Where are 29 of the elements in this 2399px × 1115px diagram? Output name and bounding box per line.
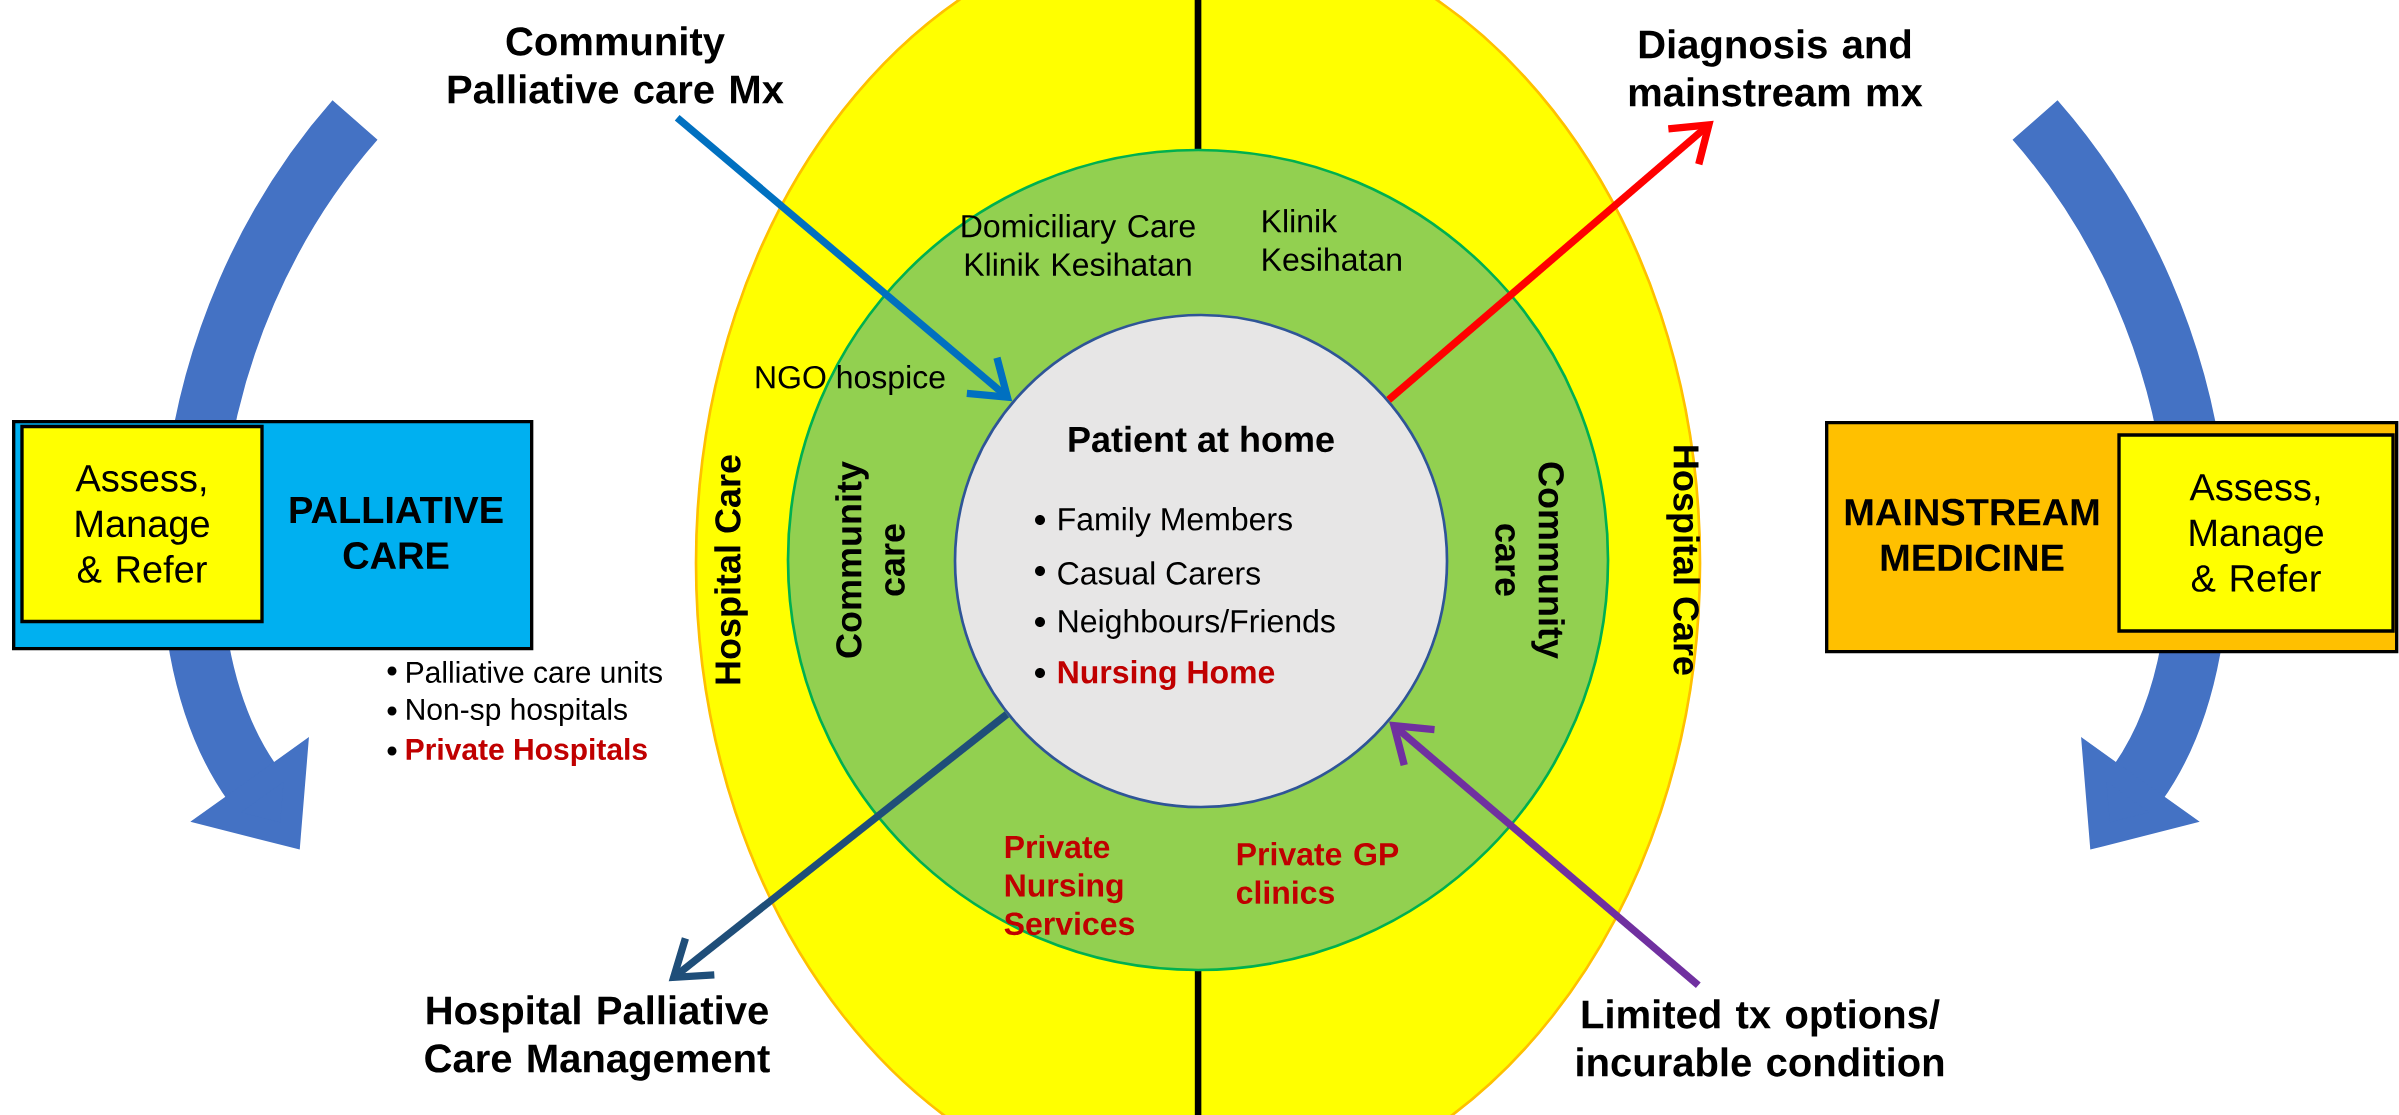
heading: Community Palliative care Mx: [448, 26, 784, 104]
list-item: Palliative care units: [387, 660, 662, 684]
ring-label: Community care: [835, 461, 905, 658]
title: MAINSTREAM MEDICINE: [1845, 498, 2099, 572]
ring-label: Klinik Kesihatan: [1263, 209, 1401, 271]
ring-label: Hospital Care: [714, 455, 748, 684]
list-item: Private Hospitals: [387, 738, 647, 766]
list-item: Casual Carers: [1035, 561, 1260, 585]
heading: Hospital Palliative Care Management: [425, 995, 770, 1081]
arrow: [674, 114, 1013, 402]
circle-heading: Patient at home: [1069, 425, 1334, 453]
ring-label: Private Nursing Services: [1004, 834, 1134, 936]
ring-label: Community care: [1495, 462, 1565, 659]
arrow: [668, 711, 1010, 982]
heading: Limited tx options/ incurable condition: [1577, 999, 1944, 1077]
arrow: [1386, 120, 1714, 403]
action-box: Assess, Manage & Refer: [2117, 433, 2395, 633]
action-box: Assess, Manage & Refer: [20, 424, 264, 624]
ring-label: Private GP clinics: [1236, 842, 1399, 904]
ring-label: Domiciliary Care Klinik Kesihatan: [962, 214, 1195, 276]
ring-label: NGO hospice: [756, 365, 945, 395]
ring-label: Hospital Care: [1666, 446, 1700, 675]
arrow: [1389, 721, 1701, 989]
list-item: Neighbours/Friends: [1035, 609, 1335, 639]
list-item: Family Members: [1035, 507, 1292, 537]
list-item: Non-sp hospitals: [387, 698, 627, 726]
list-item: Nursing Home: [1035, 660, 1275, 690]
title: PALLIATIVE CARE: [290, 496, 503, 570]
heading: Diagnosis and mainstream mx: [1629, 29, 1923, 107]
